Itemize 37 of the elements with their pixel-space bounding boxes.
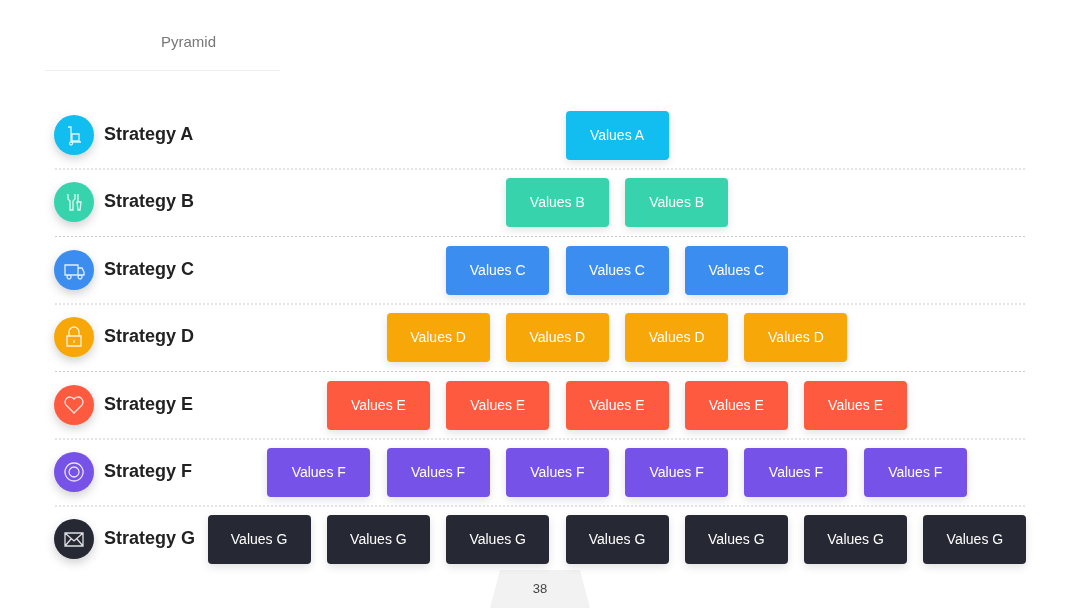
value-box: Values C <box>684 245 788 295</box>
value-box: Values G <box>565 514 669 564</box>
value-box: Values B <box>505 177 609 227</box>
value-box: Values G <box>446 514 550 564</box>
value-box: Values D <box>386 312 490 362</box>
value-box: Values D <box>744 312 848 362</box>
strategy-label: Strategy D <box>104 326 195 347</box>
strategy-label: Strategy F <box>104 461 193 482</box>
slide-title: Pyramid <box>161 33 216 50</box>
value-box: Values C <box>565 245 669 295</box>
strategy-label: Strategy G <box>104 528 196 549</box>
value-box: Values G <box>923 514 1027 564</box>
strategy-label: Strategy A <box>104 124 194 145</box>
value-box: Values F <box>863 447 967 497</box>
value-box: Values G <box>804 514 908 564</box>
value-box: Values E <box>804 380 908 430</box>
value-box: Values A <box>565 110 669 160</box>
value-box: Values E <box>684 380 788 430</box>
strategy-label: Strategy E <box>104 394 194 415</box>
value-box: Values F <box>267 447 371 497</box>
value-box: Values D <box>505 312 609 362</box>
value-box: Values D <box>625 312 729 362</box>
strategy-label: Strategy C <box>104 259 195 280</box>
value-box: Values F <box>744 447 848 497</box>
value-box: Values B <box>625 177 729 227</box>
value-box: Values F <box>505 447 609 497</box>
value-box: Values E <box>565 380 669 430</box>
value-box: Values F <box>625 447 729 497</box>
value-box: Values G <box>684 514 788 564</box>
value-box: Values G <box>207 514 311 564</box>
value-box: Values E <box>326 380 430 430</box>
value-box: Values G <box>326 514 430 564</box>
value-box: Values C <box>446 245 550 295</box>
value-box: Values E <box>446 380 550 430</box>
strategy-label: Strategy B <box>104 191 195 212</box>
page-number: 38 <box>531 581 549 596</box>
value-box: Values F <box>386 447 490 497</box>
